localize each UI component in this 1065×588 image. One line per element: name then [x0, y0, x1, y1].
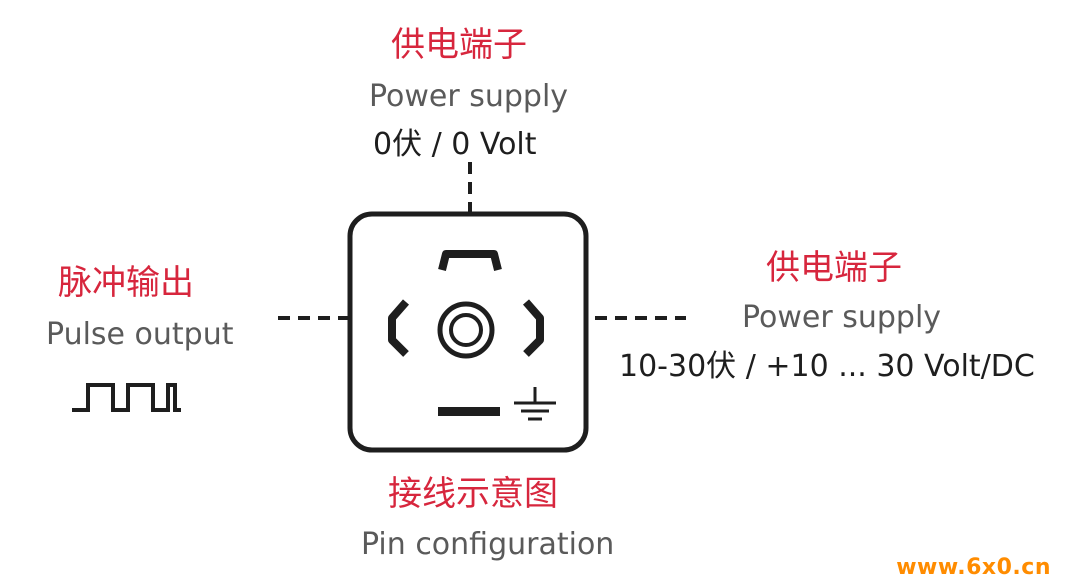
top-label-zh: 供电端子 — [391, 25, 527, 65]
pulse-wave-icon — [72, 383, 181, 412]
pin-2-contact — [388, 299, 410, 357]
right-label-en: Power supply — [742, 300, 942, 335]
right-label-zh: 供电端子 — [766, 248, 902, 288]
right-voltage: 10-30伏 / +10 ... 30 Volt/DC — [619, 349, 1035, 384]
ground-symbol-icon — [514, 387, 556, 421]
ground-contact — [438, 407, 500, 416]
center-contact-icon — [437, 301, 495, 359]
bottom-label-zh: 接线示意图 — [388, 474, 558, 514]
top-voltage: 0伏 / 0 Volt — [373, 127, 537, 162]
pin-1-contact — [522, 299, 544, 357]
left-label-en: Pulse output — [46, 317, 234, 352]
left-label-zh: 脉冲输出 — [58, 263, 194, 303]
pin-3-contact — [438, 250, 502, 271]
top-label-en: Power supply — [369, 79, 569, 114]
connector-body — [347, 211, 589, 453]
watermark: www.6x0.cn — [896, 555, 1051, 580]
bottom-label-en: Pin configuration — [361, 527, 615, 562]
